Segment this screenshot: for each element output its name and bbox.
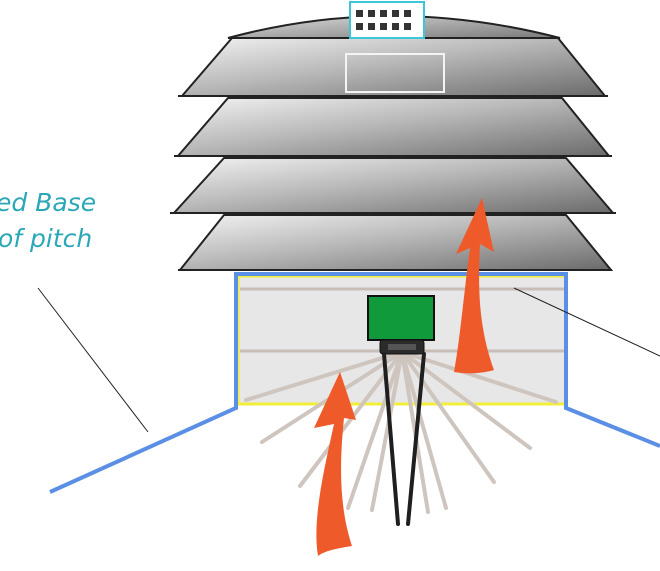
callout-text-line-2: of pitch xyxy=(0,224,93,253)
leader-lines xyxy=(37,287,660,433)
sensor-board xyxy=(367,295,435,355)
sensor-cable xyxy=(382,352,426,526)
airflow-arrows xyxy=(314,198,494,556)
louver-1 xyxy=(179,37,608,97)
airflow-arrow-lower xyxy=(314,372,356,556)
airflow-arrow-upper xyxy=(454,198,494,374)
louver-3 xyxy=(171,157,616,214)
top-louver-window xyxy=(345,53,445,93)
sensor-grid-icon xyxy=(349,1,425,39)
base-outline xyxy=(49,272,660,494)
callout-text-line-1: ed Base xyxy=(0,188,97,217)
louver-stack xyxy=(170,1,616,271)
louver-2 xyxy=(175,97,612,157)
louver-4 xyxy=(177,214,614,271)
